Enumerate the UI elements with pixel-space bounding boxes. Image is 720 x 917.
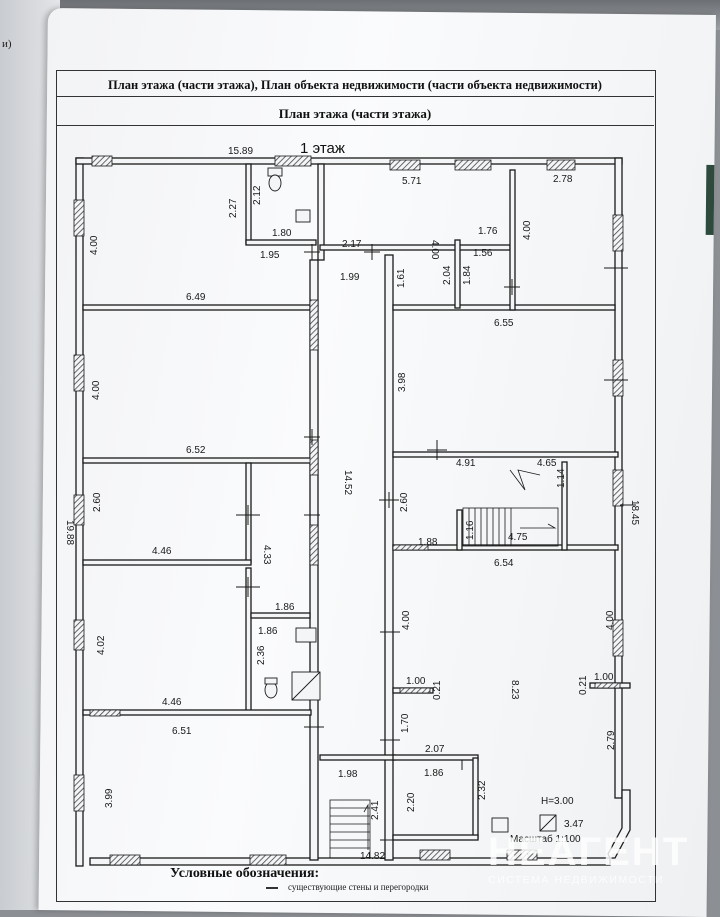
- dim-2-60-c: 2.60: [399, 492, 410, 512]
- dim-1-76: 1.76: [478, 226, 498, 237]
- dim-6-54: 6.54: [494, 558, 514, 569]
- doors: [236, 244, 636, 841]
- dim-1-80: 1.80: [272, 228, 292, 239]
- dim-2-07: 2.07: [425, 744, 445, 755]
- dim-1-98: 1.98: [338, 769, 358, 780]
- dim-1-00-a: 1.00: [406, 676, 426, 687]
- floor-label: 1 этаж: [300, 140, 345, 157]
- height-text: H=3.00: [541, 796, 574, 807]
- plan-frame: [56, 70, 656, 902]
- dim-1-95: 1.95: [260, 250, 280, 261]
- dim-4-02: 4.02: [96, 635, 107, 655]
- dim-bottom-total: 14.82: [360, 851, 385, 862]
- dim-0-21-a: 0.21: [432, 680, 443, 700]
- dim-2-32: 2.32: [477, 780, 488, 800]
- dim-1-56: 1.56: [473, 248, 493, 259]
- legend-title: Условные обозначения:: [170, 866, 320, 881]
- dim-1-86-a: 1.86: [275, 602, 295, 613]
- dim-right-total: 18.45: [629, 500, 640, 525]
- dim-4-00-l2: 4.00: [91, 380, 102, 400]
- left-page-fragment: и): [2, 38, 12, 50]
- dim-0-21-b: 0.21: [578, 675, 589, 695]
- dim-1-86-c: 1.86: [424, 768, 444, 779]
- dim-4-91: 4.91: [456, 458, 476, 469]
- dim-1-16: 1.16: [465, 520, 476, 540]
- dim-3-99: 3.99: [104, 788, 115, 808]
- dim-4-46-a: 4.46: [152, 546, 172, 557]
- dim-4-00-rr: 4.00: [605, 610, 616, 630]
- dim-3-98: 3.98: [397, 372, 408, 392]
- windows: [73, 155, 624, 866]
- dim-1-84: 1.84: [462, 265, 473, 285]
- watermark-tagline: СИСТЕМА НЕДВИЖИМОСТИ: [488, 874, 665, 886]
- dim-1-70: 1.70: [400, 713, 411, 733]
- dim-1-00-b: 1.00: [594, 672, 614, 683]
- dim-2-60-l: 2.60: [92, 492, 103, 512]
- dim-top-total: 15.89: [228, 146, 253, 157]
- dim-2-78: 2.78: [553, 174, 573, 185]
- dim-1-86-b: 1.86: [258, 626, 278, 637]
- dim-6-51: 6.51: [172, 726, 192, 737]
- document-subtitle: План этажа (части этажа): [56, 103, 654, 126]
- stairs: [329, 469, 559, 859]
- dim-2-04: 2.04: [442, 265, 453, 285]
- dim-2-20: 2.20: [406, 792, 417, 812]
- dim-2-41: 2.41: [370, 800, 381, 820]
- watermark: НЕАГЕНТ СИСТЕМА НЕДВИЖИМОСТИ: [488, 832, 688, 886]
- dim-corridor: 14.52: [342, 470, 353, 495]
- fixtures: [264, 167, 557, 833]
- dim-2-12: 2.12: [252, 185, 263, 205]
- dim-2-27: 2.27: [228, 198, 239, 218]
- walls: [75, 157, 631, 867]
- dim-4-00-top: 4.00: [429, 240, 440, 260]
- dim-2-36: 2.36: [256, 645, 267, 665]
- watermark-brand: НЕАГЕНТ: [488, 830, 690, 874]
- dim-4-00-c: 4.00: [401, 610, 412, 630]
- legend-wall-symbol: [266, 887, 278, 889]
- dim-2-79: 2.79: [606, 730, 617, 750]
- dim-3-47: 3.47: [564, 819, 584, 830]
- dim-1-88: 1.88: [418, 537, 438, 548]
- dim-4-46-b: 4.46: [162, 697, 182, 708]
- dim-4-33: 4.33: [261, 545, 272, 565]
- legend-item-walls: существующие стены и перегородки: [288, 882, 429, 892]
- dim-4-75: 4.75: [508, 532, 528, 543]
- dim-1-14: 1.14: [556, 468, 567, 488]
- dim-2-17: 2.17: [342, 239, 362, 250]
- scale-text: Масштаб 1:100: [510, 833, 581, 845]
- dim-4-00-r: 4.00: [522, 220, 533, 240]
- dim-8-23: 8.23: [509, 680, 520, 700]
- dim-4-00-l1: 4.00: [89, 235, 100, 255]
- dim-1-61: 1.61: [396, 268, 407, 288]
- dim-5-71: 5.71: [402, 176, 422, 187]
- dimension-labels: 1 этаж 15.89 2.27 2.12 1.80 1.95 5.71 2.…: [64, 140, 640, 862]
- dim-left-total: 19.88: [64, 520, 75, 545]
- document-title: План этажа (части этажа), План объекта н…: [56, 74, 654, 97]
- dim-4-65: 4.65: [537, 458, 557, 469]
- dim-6-49: 6.49: [186, 292, 206, 303]
- dim-6-55: 6.55: [494, 318, 514, 329]
- dim-6-52: 6.52: [186, 445, 206, 456]
- dim-1-99: 1.99: [340, 272, 360, 283]
